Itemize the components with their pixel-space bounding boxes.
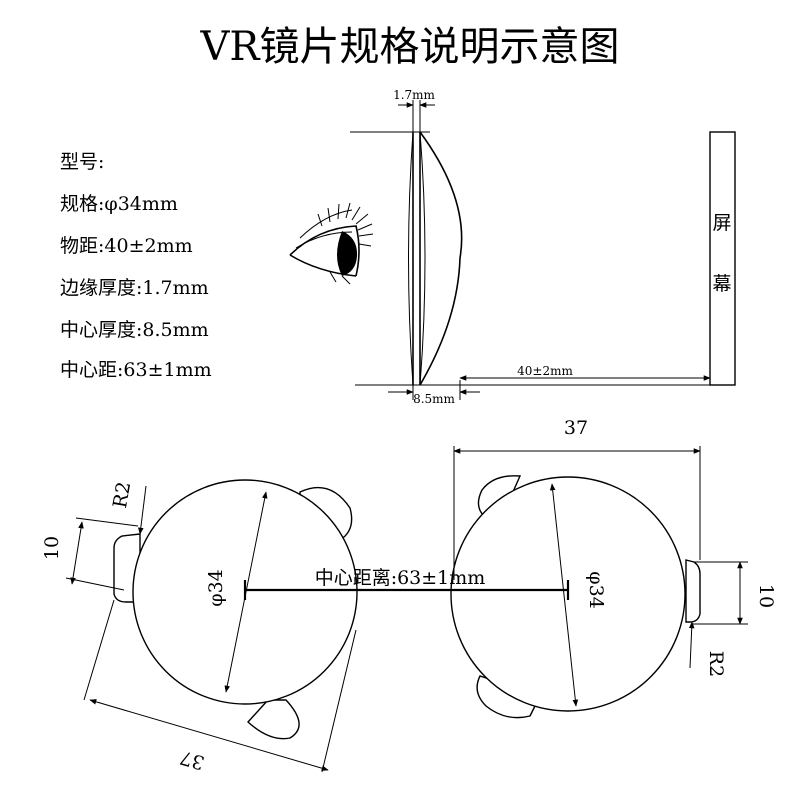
right-lens-width-label: 37	[564, 417, 588, 439]
spec-object-distance: 物距:40±2mm	[60, 235, 193, 257]
spec-model: 型号:	[60, 151, 104, 173]
left-lens-tab-label: 10	[41, 536, 63, 560]
screen-label-bottom: 幕	[712, 273, 731, 295]
center-distance-dimension: 中心距离:63±1mm	[243, 567, 570, 600]
spec-center-distance: 中心距:63±1mm	[60, 359, 212, 381]
spec-edge-thickness: 边缘厚度:1.7mm	[60, 277, 209, 299]
right-lens-tab-bottom	[476, 675, 541, 719]
right-lens-front: φ34 37 10 R2	[450, 417, 777, 719]
spec-size: 规格:φ34mm	[60, 193, 178, 215]
page-title: VR镜片规格说明示意图	[199, 24, 619, 70]
lens-side-profile	[408, 131, 463, 386]
spec-list: 型号: 规格:φ34mm 物距:40±2mm 边缘厚度:1.7mm 中心厚度:8…	[60, 151, 212, 381]
side-view: 1.7mm 8.5mm 40±2mm 屏 幕	[350, 88, 736, 406]
left-lens-diameter-label: φ34	[205, 569, 227, 606]
eye-illustration	[289, 202, 374, 285]
screen-label-top: 屏	[712, 212, 731, 234]
left-lens-width-label: 37	[178, 746, 207, 774]
left-lens-tab-bottom	[247, 699, 300, 740]
left-lens-front: φ34 10 R2 37	[41, 479, 358, 774]
right-lens-tab-right	[685, 559, 701, 623]
right-lens-tab-label: 10	[755, 584, 777, 608]
left-lens-radius-label: R2	[109, 480, 135, 510]
edge-thickness-label: 1.7mm	[393, 88, 435, 102]
screen	[709, 131, 736, 386]
right-lens-radius-label: R2	[705, 651, 727, 677]
spec-center-thickness: 中心厚度:8.5mm	[60, 319, 209, 341]
right-lens-diameter-label: φ34	[585, 571, 607, 608]
object-distance-label: 40±2mm	[517, 364, 573, 378]
center-distance-label: 中心距离:63±1mm	[315, 567, 486, 589]
center-thickness-label: 8.5mm	[413, 392, 455, 406]
